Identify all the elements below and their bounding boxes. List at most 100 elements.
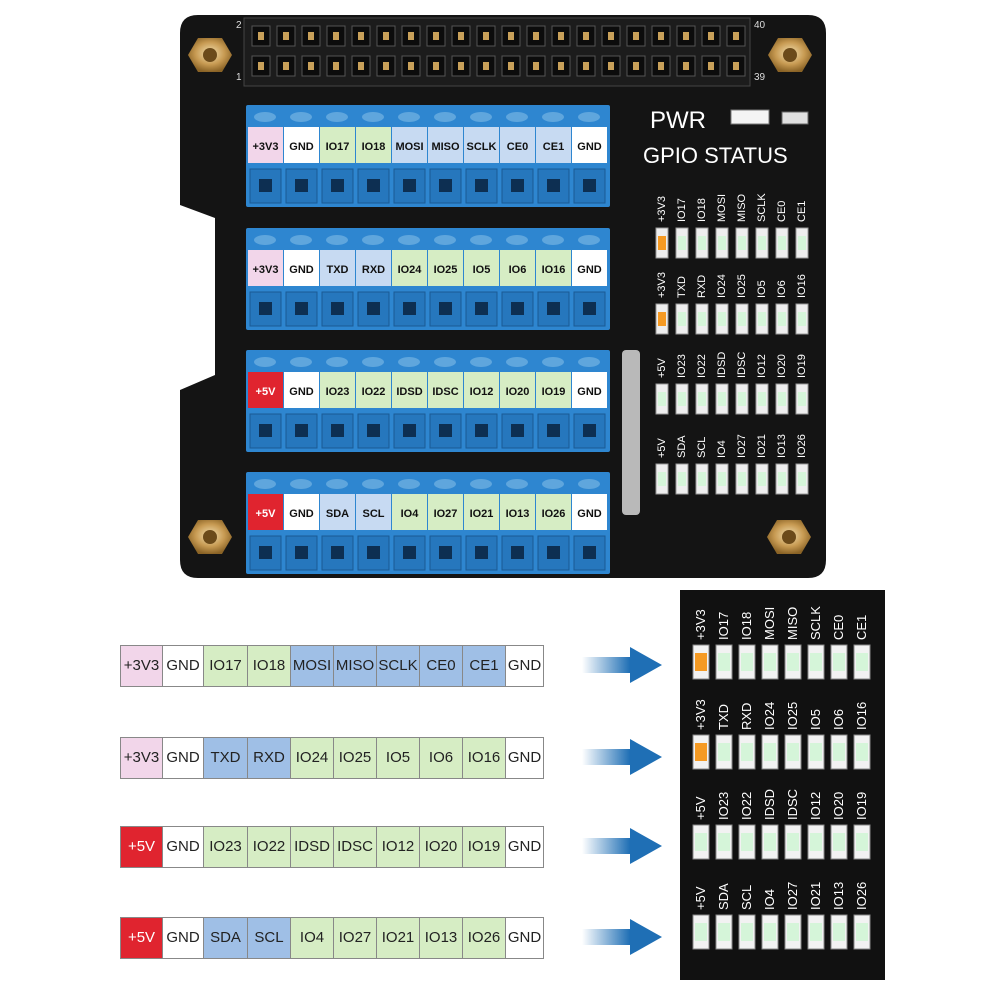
terminal-screw	[362, 235, 384, 245]
status-led-body	[678, 472, 686, 486]
terminal-label-bg	[392, 250, 427, 286]
closeup-status-label: IO20	[831, 792, 846, 820]
terminal-hole	[547, 179, 560, 192]
closeup-led-body	[695, 833, 707, 851]
terminal-hole	[439, 546, 452, 559]
mount-nut-top-right	[768, 38, 812, 72]
header-pin-tip	[308, 32, 314, 40]
terminal-screw	[434, 235, 456, 245]
status-label: IO24	[716, 274, 728, 298]
legend-cell: IO23	[204, 827, 248, 867]
pwr-led	[730, 109, 770, 125]
terminal-label: MISO	[431, 141, 460, 153]
terminal-label: GND	[289, 386, 314, 398]
header-pin-label-2: 2	[236, 20, 242, 31]
terminal-screw	[470, 479, 492, 489]
status-led-body	[698, 392, 706, 406]
closeup-led-body	[695, 653, 707, 671]
right-arrow-icon	[582, 647, 662, 683]
closeup-led-body	[787, 743, 799, 761]
closeup-led-body	[718, 923, 730, 941]
status-led-body	[658, 392, 666, 406]
legend-cell: GND	[506, 646, 543, 686]
legend-cell: IO26	[463, 918, 506, 958]
closeup-status-label: IO24	[762, 702, 777, 730]
terminal-hole	[403, 179, 416, 192]
closeup-led-body	[718, 833, 730, 851]
pwr-label: PWR	[650, 107, 706, 134]
closeup-led-body	[718, 653, 730, 671]
terminal-screw	[542, 235, 564, 245]
terminal-hole	[331, 179, 344, 192]
closeup-status-label: IDSD	[762, 789, 777, 820]
closeup-status-label: IO17	[716, 612, 731, 640]
terminal-hole	[511, 302, 524, 315]
terminal-hole	[331, 302, 344, 315]
mount-nut-top-left	[188, 38, 232, 72]
header-pin-tip	[533, 32, 539, 40]
terminal-label: IO17	[326, 141, 350, 153]
status-led-body	[778, 312, 786, 326]
header-pin-tip	[658, 32, 664, 40]
closeup-status-label: +3V3	[693, 609, 708, 640]
legend-cell: RXD	[248, 738, 291, 778]
status-led-body	[738, 236, 746, 250]
terminal-label: IO13	[506, 508, 530, 520]
header-pin-tip	[283, 32, 289, 40]
terminal-hole	[547, 424, 560, 437]
right-arrow-icon	[582, 919, 662, 955]
terminal-label: GND	[289, 264, 314, 276]
terminal-hole	[475, 302, 488, 315]
terminal-label-bg	[248, 494, 283, 530]
status-label: +5V	[656, 357, 668, 378]
terminal-hole	[295, 179, 308, 192]
terminal-label: SDA	[326, 508, 349, 520]
closeup-status-label: IO25	[785, 702, 800, 730]
terminal-hole	[511, 546, 524, 559]
legend-cell: IO24	[291, 738, 334, 778]
header-pin-tip	[683, 62, 689, 70]
terminal-screw	[578, 235, 600, 245]
terminal-screw	[326, 357, 348, 367]
terminal-hole	[475, 424, 488, 437]
closeup-status-label: IO23	[716, 792, 731, 820]
closeup-status-label: +3V3	[693, 699, 708, 730]
terminal-label: SCLK	[467, 141, 497, 153]
header-pin-tip	[333, 62, 339, 70]
header-pin-tip	[708, 62, 714, 70]
terminal-hole	[511, 179, 524, 192]
header-pins	[251, 25, 746, 77]
pwr-resistor	[781, 111, 809, 125]
terminal-hole	[367, 179, 380, 192]
closeup-status-label: IO19	[854, 792, 869, 820]
closeup-led-body	[810, 653, 822, 671]
terminal-label-bg	[428, 494, 463, 530]
terminal-label-bg	[392, 372, 427, 408]
header-pin-tip	[558, 62, 564, 70]
terminal-label-bg	[356, 250, 391, 286]
terminal-screw	[362, 357, 384, 367]
terminal-screw	[362, 479, 384, 489]
header-pin-tip	[633, 62, 639, 70]
status-label: IO22	[696, 354, 708, 378]
terminal-hole	[439, 179, 452, 192]
closeup-led-body	[764, 923, 776, 941]
terminal-screw	[470, 357, 492, 367]
closeup-status-label: IDSC	[785, 789, 800, 820]
closeup-status-label: IO6	[831, 709, 846, 730]
terminal-hole	[583, 179, 596, 192]
terminal-label-bg	[500, 250, 535, 286]
legend-cell: TXD	[204, 738, 248, 778]
legend-cell: IO20	[420, 827, 463, 867]
status-led-body	[758, 312, 766, 326]
status-label: IO27	[736, 434, 748, 458]
status-led-body	[698, 472, 706, 486]
closeup-led-body	[764, 653, 776, 671]
status-label: IO13	[776, 434, 788, 458]
terminal-screw	[506, 235, 528, 245]
right-arrow-icon	[582, 828, 662, 864]
terminal-screw	[290, 479, 312, 489]
header-pin-tip	[358, 62, 364, 70]
legend-cell: IO22	[248, 827, 291, 867]
